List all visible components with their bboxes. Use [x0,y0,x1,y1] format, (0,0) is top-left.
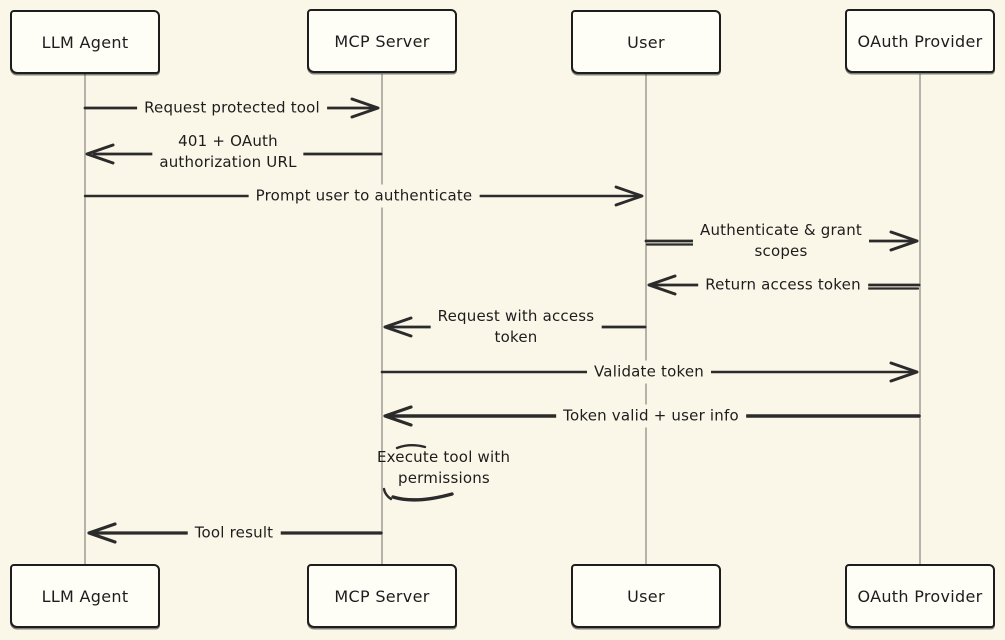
arrowhead-left-icon [85,143,115,165]
participant-label: MCP Server [334,586,430,606]
note-squiggle-icon [382,444,454,502]
message-label-prompt-user: Prompt user to authenticate [248,184,480,208]
note-line: Execute tool with [377,448,511,466]
participant-label: User [627,586,665,606]
message-label-line: Authenticate & grant [700,221,862,239]
message-label-request-protected-tool: Request protected tool [137,96,327,120]
message-label-401-oauth: 401 + OAuth authorization URL [152,130,304,174]
message-label-return-access-token: Return access token [698,273,868,297]
participant-box-oauth-provider-top: OAuth Provider [845,9,995,73]
arrowhead-right-icon [889,361,919,383]
participant-label: OAuth Provider [857,31,983,51]
message-label-validate-token: Validate token [587,360,711,384]
participant-label: LLM Agent [41,32,129,52]
message-label-tool-result: Tool result [187,521,281,545]
arrowhead-left-icon [383,316,413,338]
lifeline-llm-agent [84,74,86,565]
arrowhead-left-icon [383,405,413,427]
participant-box-user-bottom: User [571,564,721,628]
participant-box-mcp-server-bottom: MCP Server [307,564,457,628]
participant-label: OAuth Provider [857,586,983,606]
arrowhead-left-icon [87,522,117,544]
message-label-line: authorization URL [159,153,297,171]
participant-box-oauth-provider-bottom: OAuth Provider [845,564,995,628]
participant-label: LLM Agent [41,586,129,606]
arrowhead-right-icon [614,185,644,207]
lifeline-user [645,74,647,565]
participant-box-llm-agent-top: LLM Agent [10,10,160,74]
lifeline-mcp-server [381,74,383,565]
message-label-line: 401 + OAuth [178,132,278,150]
participant-label: User [627,32,665,52]
message-label-line: Request with access [437,307,595,325]
lifeline-oauth-provider [919,74,921,565]
participant-box-llm-agent-bottom: LLM Agent [10,564,160,628]
message-label-line: scopes [754,242,808,260]
participant-box-mcp-server-top: MCP Server [307,9,457,73]
note-execute-tool: Execute tool with permissions [377,447,510,489]
message-label-request-with-access-token: Request with access token [430,305,602,349]
participant-label: MCP Server [334,31,430,51]
arrowhead-right-icon [350,97,380,119]
note-line: permissions [398,469,490,487]
message-label-authenticate-grant: Authenticate & grant scopes [693,219,869,263]
message-label-line: token [494,328,538,346]
arrowhead-left-icon [647,274,677,296]
arrowhead-right-icon [889,230,919,252]
participant-box-user-top: User [571,10,721,74]
message-label-token-valid-user-info: Token valid + user info [556,404,746,428]
